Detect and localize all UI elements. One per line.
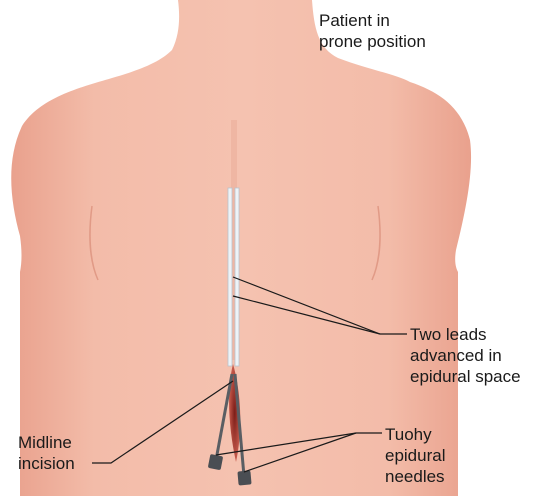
label-midline-incision: Midline incision	[18, 432, 75, 474]
tuohy-needle-left-hub	[208, 454, 223, 470]
lead-left	[228, 188, 232, 366]
label-line: advanced in	[410, 345, 521, 366]
label-line: epidural space	[410, 366, 521, 387]
label-line: Two leads	[410, 324, 521, 345]
label-line: Midline	[18, 432, 75, 453]
label-line: Tuohy	[385, 424, 446, 445]
label-line: prone position	[319, 31, 426, 52]
lead-right	[235, 188, 239, 366]
torso-shape	[11, 0, 471, 496]
label-line: epidural	[385, 445, 446, 466]
label-patient-position: Patient in prone position	[319, 10, 426, 52]
tuohy-needle-right-hub	[237, 470, 251, 485]
label-line: needles	[385, 466, 446, 487]
label-line: incision	[18, 453, 75, 474]
label-two-leads: Two leads advanced in epidural space	[410, 324, 521, 387]
label-tuohy-needles: Tuohy epidural needles	[385, 424, 446, 487]
label-line: Patient in	[319, 10, 426, 31]
